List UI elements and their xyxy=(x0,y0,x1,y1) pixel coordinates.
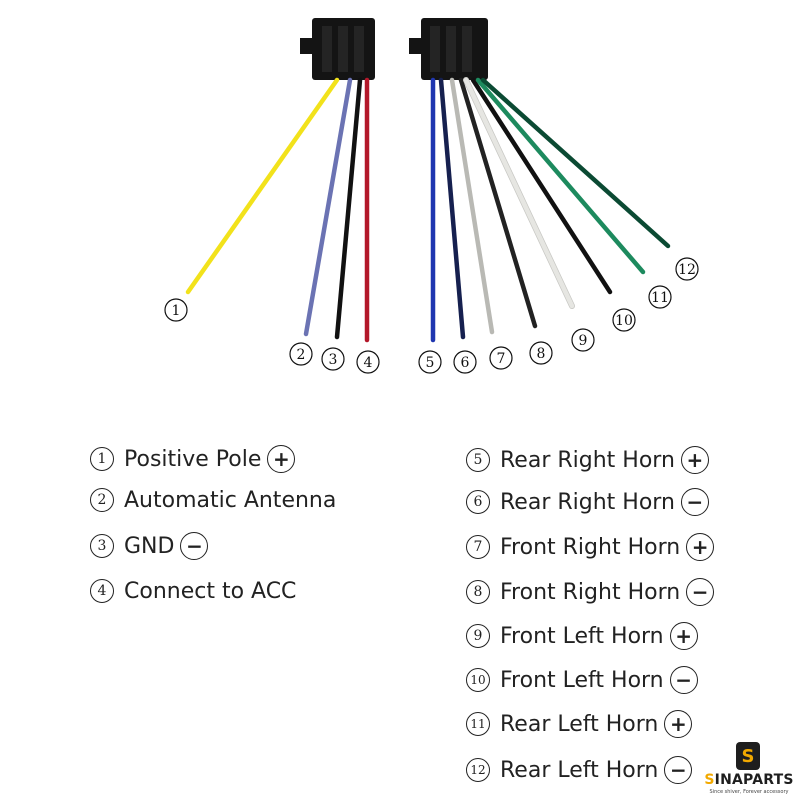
plus-sign-icon: + xyxy=(686,533,715,561)
legend-item-5: 5 Rear Right Horn+ xyxy=(466,442,709,478)
legend-item-7: 7 Front Right Horn+ xyxy=(466,529,715,565)
legend-item-3: 3 GND− xyxy=(90,528,209,564)
wire-label-6: 6 xyxy=(461,355,470,371)
wire-label-5: 5 xyxy=(426,355,435,371)
legend-label-6: Rear Right Horn xyxy=(500,489,675,515)
legend-label-3: GND xyxy=(124,533,175,559)
left-connector xyxy=(300,18,375,80)
wire-2 xyxy=(303,77,353,337)
legend-label-12: Rear Left Horn xyxy=(500,757,659,783)
legend-number-7: 7 xyxy=(466,535,490,559)
logo-tagline: Since shiver, Forever accessory xyxy=(709,789,789,795)
wire-label-12: 12 xyxy=(678,262,696,278)
wire-label-circle-5 xyxy=(418,350,442,374)
minus-sign-icon: − xyxy=(680,488,709,516)
wire-label-circle-6 xyxy=(453,350,477,374)
logo-badge: S xyxy=(736,742,760,770)
legend-number-6: 6 xyxy=(466,490,490,514)
wire-label-4: 4 xyxy=(364,355,373,371)
wire-label-11: 11 xyxy=(651,290,669,306)
sinaparts-logo: S SINAPARTS Since shiver, Forever access… xyxy=(703,742,795,798)
wire-10 xyxy=(470,77,613,295)
wire-7 xyxy=(449,77,495,335)
wire-label-10: 10 xyxy=(615,313,633,329)
legend-label-4: Connect to ACC xyxy=(124,578,297,604)
wire-label-1: 1 xyxy=(172,303,181,319)
legend-number-10: 10 xyxy=(466,668,490,692)
legend-item-1: 1 Positive Pole+ xyxy=(90,441,296,477)
wire-9 xyxy=(463,77,575,309)
legend-label-10: Front Left Horn xyxy=(500,667,664,693)
wire-label-circle-12 xyxy=(675,257,699,281)
wire-label-2: 2 xyxy=(297,347,306,363)
wire-label-circle-4 xyxy=(356,350,380,374)
legend-item-11: 11 Rear Left Horn+ xyxy=(466,706,693,742)
wire-label-circle-9 xyxy=(571,328,595,352)
wire-label-circle-2 xyxy=(289,342,313,366)
plus-sign-icon: + xyxy=(664,710,693,738)
legend-number-8: 8 xyxy=(466,580,490,604)
wire-12 xyxy=(480,77,671,249)
legend-label-11: Rear Left Horn xyxy=(500,711,659,737)
legend-label-1: Positive Pole xyxy=(124,446,262,472)
legend-number-1: 1 xyxy=(90,447,114,471)
logo-brand: SINAPARTS xyxy=(704,772,794,788)
wire-label-circle-11 xyxy=(648,285,672,309)
legend-label-2: Automatic Antenna xyxy=(124,487,337,513)
legend-number-4: 4 xyxy=(90,579,114,603)
minus-sign-icon: − xyxy=(664,756,693,784)
legend-item-8: 8 Front Right Horn− xyxy=(466,574,715,610)
legend-number-5: 5 xyxy=(466,448,490,472)
wire-label-9: 9 xyxy=(579,333,588,349)
legend-item-4: 4 Connect to ACC xyxy=(90,573,296,609)
legend-label-9: Front Left Horn xyxy=(500,623,664,649)
wire-label-3: 3 xyxy=(329,352,338,368)
legend-label-7: Front Right Horn xyxy=(500,534,681,560)
legend-item-12: 12 Rear Left Horn− xyxy=(466,752,693,788)
minus-sign-icon: − xyxy=(686,578,715,606)
wire-label-circle-1 xyxy=(164,298,188,322)
right-connector xyxy=(409,18,488,80)
wire-label-7: 7 xyxy=(497,351,506,367)
legend-item-9: 9 Front Left Horn+ xyxy=(466,618,698,654)
wire-label-circle-3 xyxy=(321,347,345,371)
wire-1 xyxy=(185,77,340,295)
legend-number-9: 9 xyxy=(466,624,490,648)
wire-label-circle-10 xyxy=(612,308,636,332)
plus-sign-icon: + xyxy=(680,446,709,474)
wire-11 xyxy=(475,77,646,275)
minus-sign-icon: − xyxy=(669,666,698,694)
minus-sign-icon: − xyxy=(180,532,209,560)
legend-number-3: 3 xyxy=(90,534,114,558)
wire-label-circle-8 xyxy=(529,341,553,365)
wire-3 xyxy=(334,77,363,340)
wire-label-8: 8 xyxy=(537,346,546,362)
legend-number-12: 12 xyxy=(466,758,490,782)
legend-label-5: Rear Right Horn xyxy=(500,447,675,473)
legend-item-10: 10 Front Left Horn− xyxy=(466,662,698,698)
legend-item-6: 6 Rear Right Horn− xyxy=(466,484,709,520)
wire-8 xyxy=(458,77,538,329)
legend-label-8: Front Right Horn xyxy=(500,579,681,605)
legend-item-2: 2 Automatic Antenna xyxy=(90,482,336,518)
plus-sign-icon: + xyxy=(669,622,698,650)
wire-6 xyxy=(438,77,466,340)
wire-label-circle-7 xyxy=(489,346,513,370)
plus-sign-icon: + xyxy=(267,445,296,473)
legend-number-2: 2 xyxy=(90,488,114,512)
legend-number-11: 11 xyxy=(466,712,490,736)
